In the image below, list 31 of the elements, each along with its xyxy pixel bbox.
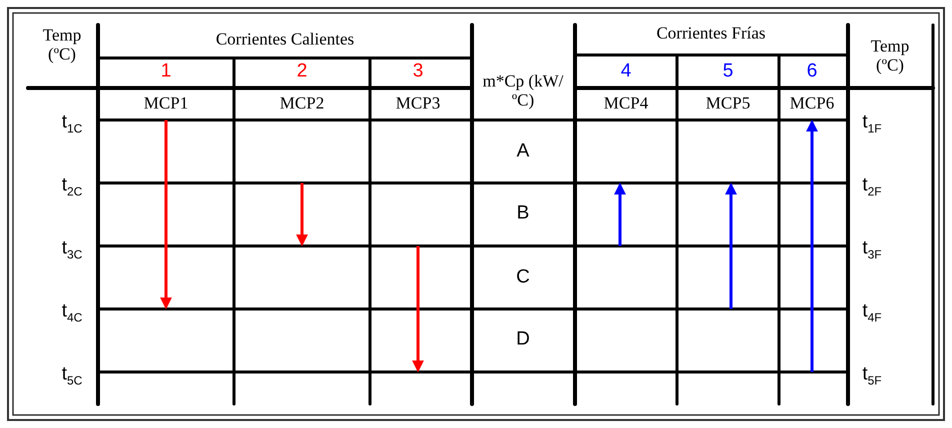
value-label: t$_{5C}$ [62,364,82,388]
value-label: 6 [806,62,818,82]
value-label: t$_{1F}$ [862,112,882,136]
header-label: MCP3 [396,94,440,114]
header-label: MCP4 [604,94,648,114]
value-label: B [516,204,530,224]
value-label: 3 [412,62,424,82]
value-label: t$_{3C}$ [62,238,82,262]
value-label: A [516,142,530,162]
value-label: t$_{3F}$ [862,238,882,262]
value-label: 1 [160,62,172,82]
header-label: m*Cp (kW/ºC) [482,72,564,110]
header-label: MCP5 [706,94,750,114]
value-label: 4 [620,62,632,82]
header-label: MCP1 [144,94,188,114]
value-label: t$_{2F}$ [862,176,882,198]
header-label: MCP2 [280,94,324,114]
value-label: t$_{5F}$ [862,364,882,388]
header-label: Temp (ºC) [42,26,82,64]
value-label: t$_{2C}$ [62,176,82,198]
value-label: t$_{1C}$ [62,112,82,136]
value-label: 2 [296,62,308,82]
value-label: C [516,268,530,288]
value-label: t$_{4C}$ [62,302,82,324]
value-label: t$_{4F}$ [862,302,882,324]
header-label: MCP6 [790,94,834,114]
value-label: D [516,330,530,350]
value-label: 5 [722,62,734,82]
header-label: Corrientes Calientes [216,30,354,50]
header-label: Corrientes Frías [656,24,766,44]
header-label: Temp (ºC) [870,37,910,75]
